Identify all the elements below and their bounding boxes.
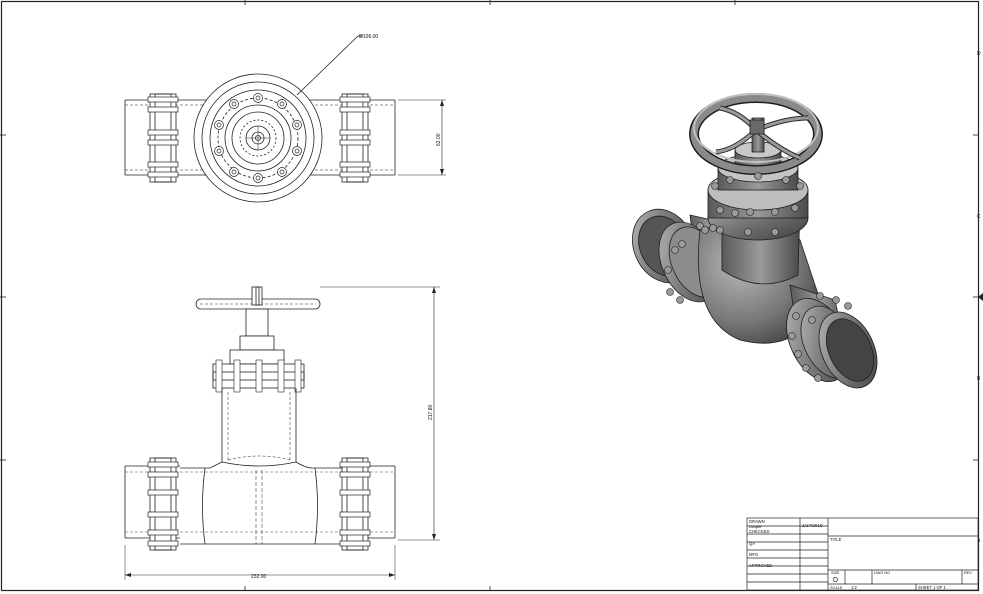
isometric-view — [632, 93, 878, 389]
tb-checked-label: CHECKED — [749, 529, 769, 534]
tb-rev-label: REV — [964, 571, 972, 575]
tb-scale-label: SCALE — [830, 586, 843, 590]
zone-label-d: D — [977, 51, 981, 57]
tb-approved-label: APPROVED — [749, 563, 772, 568]
tb-drawn-label: DRAWN — [749, 519, 765, 524]
dim-overall-length: 232.00 — [251, 574, 267, 580]
tb-scale-value: 1:2 — [851, 585, 857, 590]
tb-drawn-by: cooper — [749, 524, 762, 529]
front-view — [124, 286, 440, 580]
top-view — [124, 35, 446, 203]
dim-flange-height: 62.00 — [436, 133, 442, 146]
centering-arrow — [978, 293, 983, 301]
tb-drawn-date: 1/17/2010 — [802, 523, 823, 528]
tb-sheet-value: SHEET 1 OF 1 — [918, 585, 947, 590]
tb-title-label: TITLE — [830, 537, 842, 542]
title-block — [746, 517, 979, 591]
tb-mfg-label: MFG — [749, 552, 758, 557]
tb-dwg-no-label: DWG NO — [874, 571, 890, 575]
dim-overall-height: 217.80 — [428, 404, 434, 420]
tb-size-label: SIZE — [831, 571, 840, 575]
zone-label-a: A — [977, 538, 981, 544]
tb-qa-label: QA — [749, 541, 755, 546]
tb-size-value: D — [833, 577, 838, 584]
zone-label-b: B — [977, 376, 981, 382]
dim-diameter: Ø106.00 — [359, 34, 378, 40]
zone-label-c: C — [977, 214, 981, 220]
